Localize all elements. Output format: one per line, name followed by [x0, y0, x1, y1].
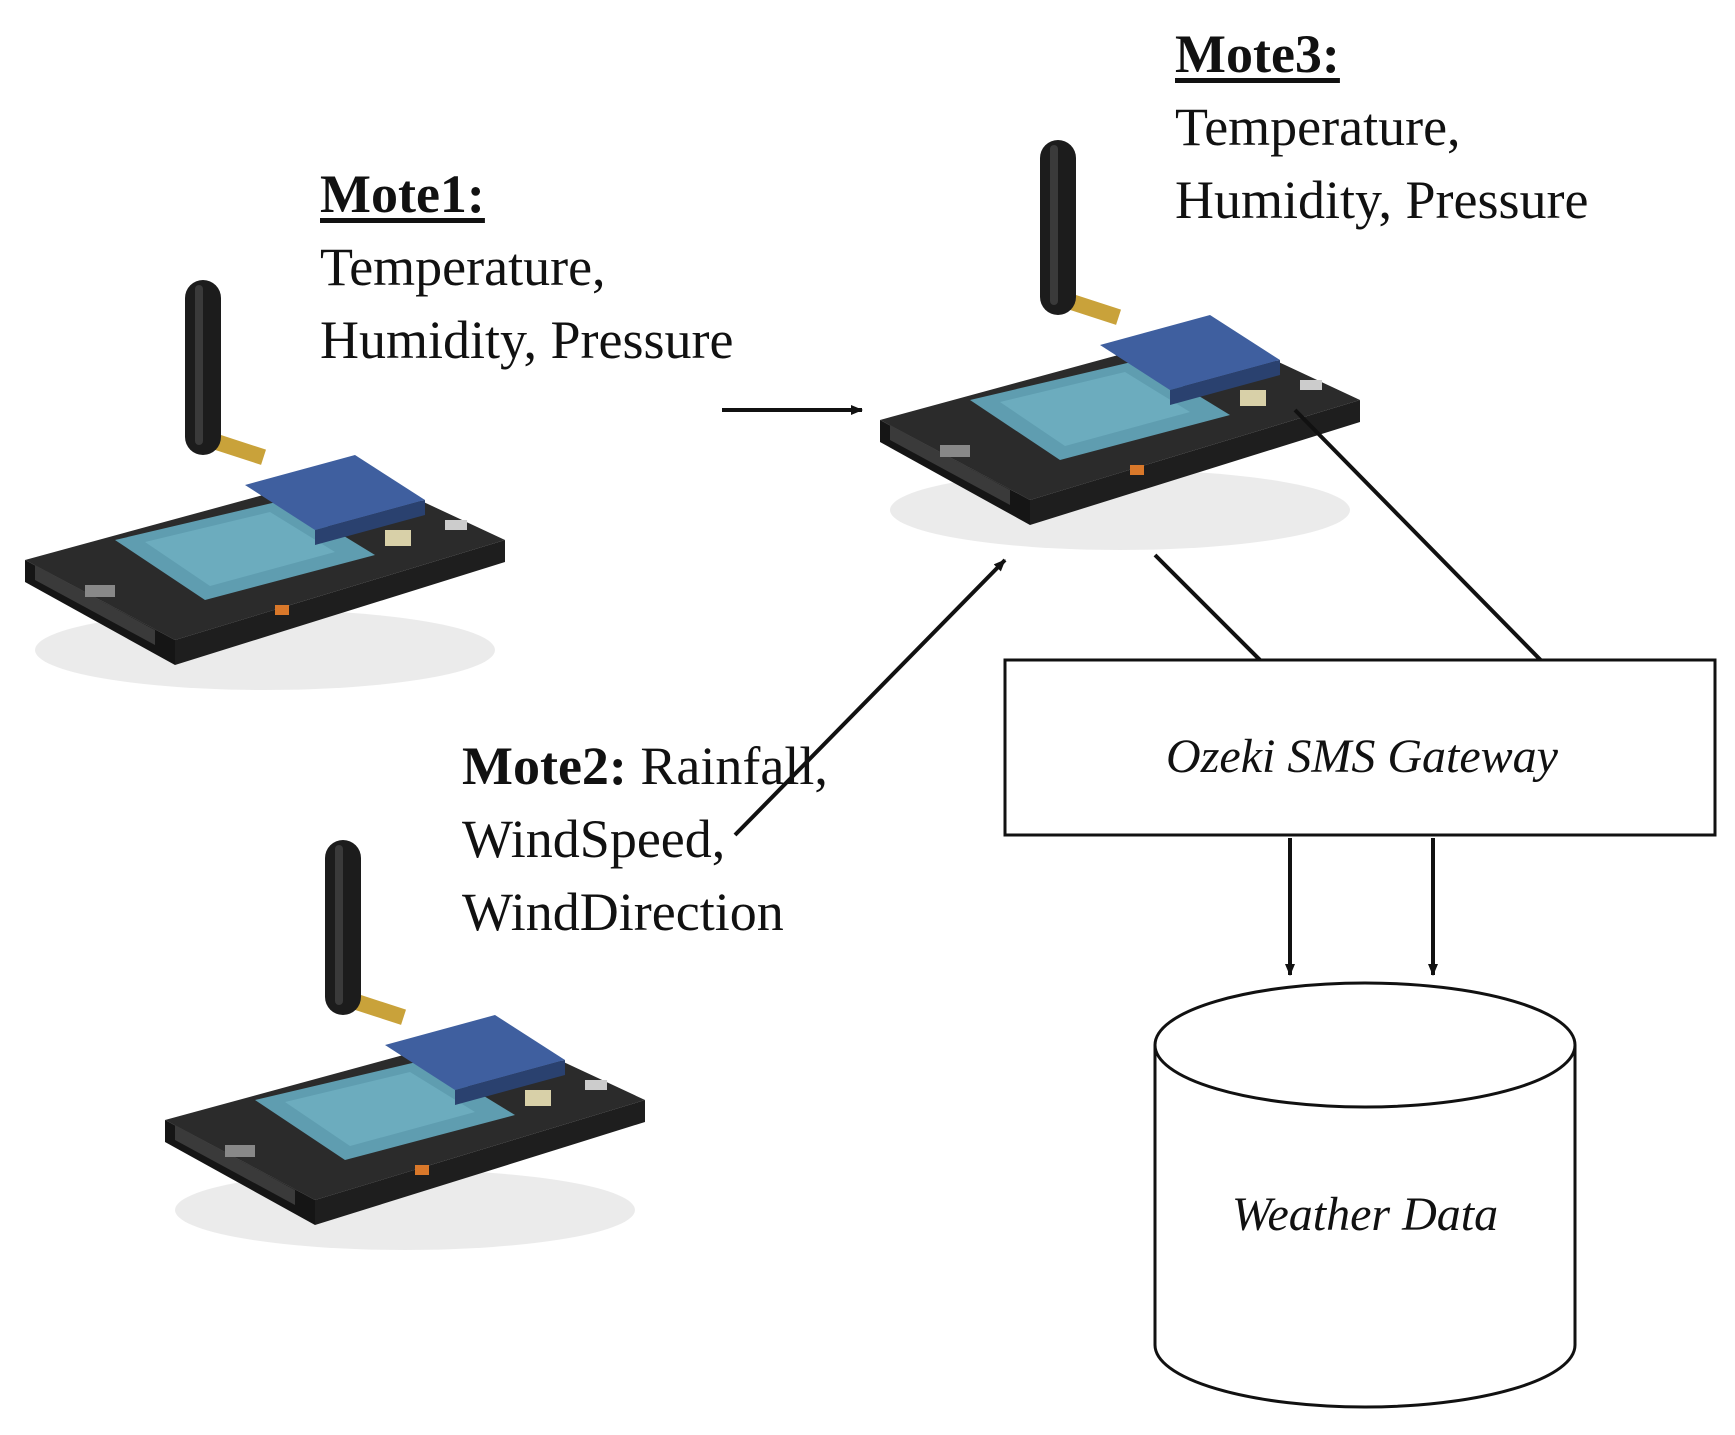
mote2-label: Mote2: Rainfall, WindSpeed, WindDirectio…	[462, 730, 828, 949]
arrow-mote3-to-gateway-right	[1293, 408, 1577, 697]
gateway-label: Ozeki SMS Gateway	[1166, 730, 1559, 783]
database-label: Weather Data	[1232, 1188, 1498, 1241]
mote2-line1: Rainfall,	[626, 736, 828, 796]
mote1-label: Mote1: Temperature, Humidity, Pressure	[320, 158, 733, 377]
mote1-line2: Humidity, Pressure	[320, 310, 734, 370]
mote1-title: Mote1:	[320, 164, 485, 224]
weather-data-database	[1153, 981, 1577, 1409]
mote3-label: Mote3: Temperature, Humidity, Pressure	[1175, 18, 1588, 237]
mote1-line1: Temperature,	[320, 237, 606, 297]
mote3-title: Mote3:	[1175, 24, 1340, 84]
mote2-line2: WindSpeed,	[462, 809, 726, 869]
mote2-title: Mote2:	[462, 736, 627, 796]
gateway-box	[1003, 658, 1717, 837]
mote3-line1: Temperature,	[1175, 97, 1461, 157]
mote3-line2: Humidity, Pressure	[1175, 170, 1589, 230]
arrow-mote2-to-mote3	[733, 558, 1007, 837]
mote2-line3: WindDirection	[462, 882, 784, 942]
